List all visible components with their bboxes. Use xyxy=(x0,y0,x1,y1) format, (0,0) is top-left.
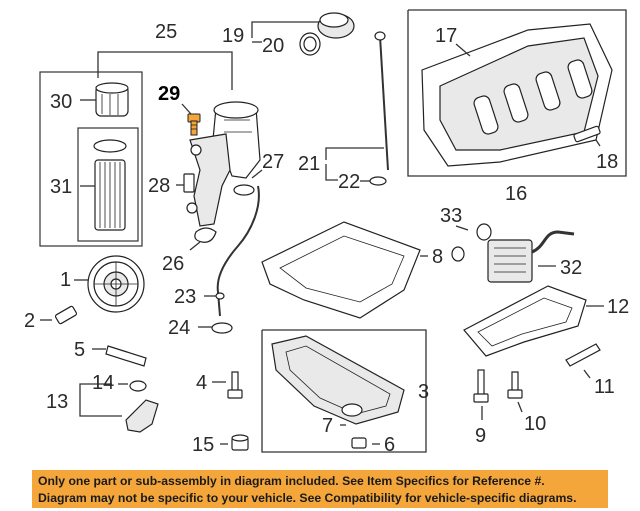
callout-33: 33 xyxy=(440,205,462,227)
oil-filter-group xyxy=(39,51,261,247)
oil-filler-cap xyxy=(251,12,355,56)
callout-6: 6 xyxy=(384,434,395,456)
callout-27: 27 xyxy=(262,151,284,173)
oil-filter-housing xyxy=(186,101,261,227)
dipstick-tube xyxy=(198,185,260,334)
callout-24: 24 xyxy=(168,317,190,339)
callout-23: 23 xyxy=(174,286,196,308)
callout-9: 9 xyxy=(475,425,486,447)
callout-17: 17 xyxy=(435,25,457,47)
callout-13: 13 xyxy=(46,391,68,413)
oil-pan-upper xyxy=(261,221,428,319)
callout-16: 16 xyxy=(505,183,527,205)
callout-12: 12 xyxy=(607,296,629,318)
callout-3: 3 xyxy=(418,381,429,403)
callout-29: 29 xyxy=(158,83,180,105)
oil-filter-element xyxy=(93,139,127,231)
callout-10: 10 xyxy=(524,413,546,435)
oil-jet-group xyxy=(79,380,159,433)
callout-2: 2 xyxy=(24,310,35,332)
callout-5: 5 xyxy=(74,339,85,361)
disclaimer-line-2: Diagram may not be specific to your vehi… xyxy=(38,491,577,505)
oil-pan-lower xyxy=(261,329,427,453)
oil-filter-cap xyxy=(95,82,129,117)
oil-baffle xyxy=(463,285,604,357)
sealant-tube-11 xyxy=(565,343,601,379)
callout-31: 31 xyxy=(50,176,72,198)
valve-cover-group xyxy=(407,9,627,177)
callout-19: 19 xyxy=(222,25,244,47)
bolt-28 xyxy=(176,173,195,193)
seal-26 xyxy=(189,227,217,251)
disclaimer-line-1: Only one part or sub-assembly in diagram… xyxy=(38,474,545,488)
callout-28: 28 xyxy=(148,175,170,197)
oil-cooler xyxy=(451,223,575,283)
callout-21: 21 xyxy=(298,153,320,175)
callout-22: 22 xyxy=(338,171,360,193)
callout-4: 4 xyxy=(196,372,207,394)
callout-26: 26 xyxy=(162,253,184,275)
crankshaft-pulley xyxy=(40,255,145,325)
sealant-tube-5 xyxy=(92,345,147,367)
callout-32: 32 xyxy=(560,257,582,279)
callout-15: 15 xyxy=(192,434,214,456)
dipstick xyxy=(325,31,389,186)
callout-11: 11 xyxy=(594,376,615,398)
callout-8: 8 xyxy=(432,246,443,268)
callout-1: 1 xyxy=(60,269,71,291)
o-ring-27 xyxy=(233,169,263,196)
bolt-highlighted xyxy=(181,103,201,136)
bolt-4 xyxy=(212,371,243,399)
callout-14: 14 xyxy=(92,372,114,394)
callout-20: 20 xyxy=(262,35,284,57)
bolts-9-10 xyxy=(473,369,523,420)
callout-30: 30 xyxy=(50,91,72,113)
callout-labels: 25 19 20 17 29 30 31 28 27 21 22 18 16 3… xyxy=(24,21,629,456)
callout-18: 18 xyxy=(596,151,618,173)
plug-15 xyxy=(220,434,249,451)
disclaimer-banner: Only one part or sub-assembly in diagram… xyxy=(32,470,608,508)
callout-7: 7 xyxy=(322,415,333,437)
callout-25: 25 xyxy=(155,21,177,43)
